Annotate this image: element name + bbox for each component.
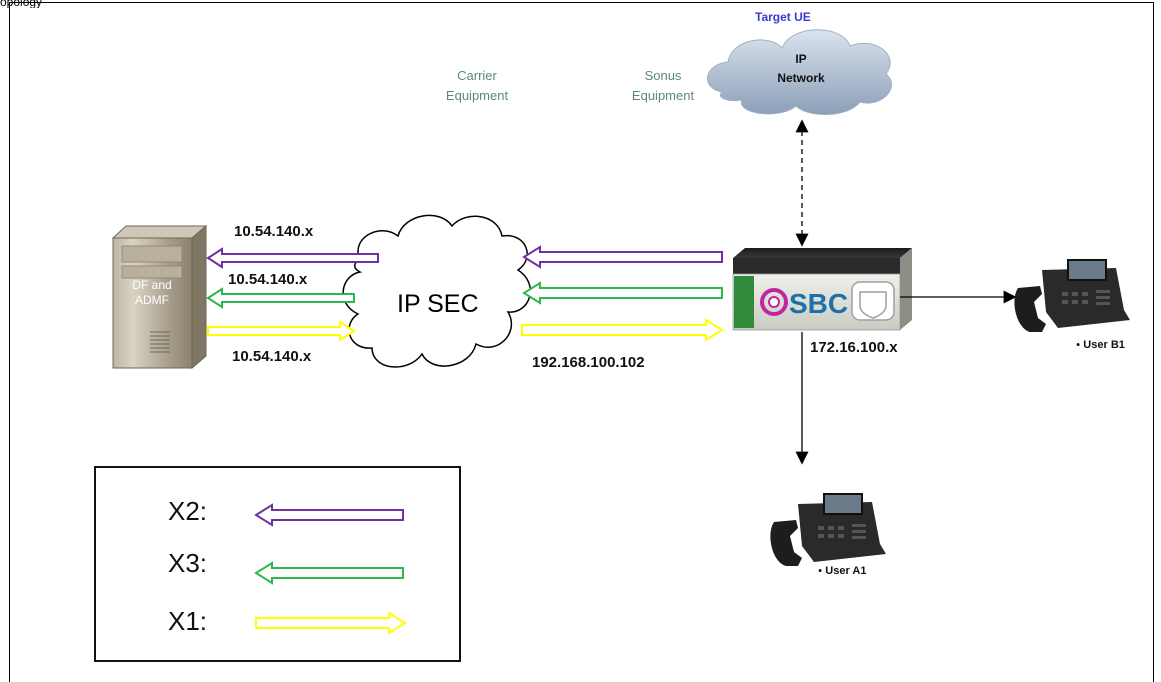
sonus-line1: Sonus bbox=[644, 68, 682, 83]
server-label: DF and ADMF bbox=[122, 278, 182, 308]
legend-arrow-x3 bbox=[254, 561, 404, 585]
legend-key-x3: X3: bbox=[168, 548, 208, 578]
legend-arrows bbox=[254, 503, 407, 635]
ip-network-line1: IP bbox=[795, 52, 807, 66]
ip-sec-label: IP SEC bbox=[397, 290, 479, 318]
target-ue-label: Target UE bbox=[755, 10, 811, 24]
ip-sec-cloud bbox=[342, 214, 531, 368]
x2-ip-label: 10.54.140.x bbox=[234, 223, 314, 240]
sonus-equipment-label: Sonus Equipment bbox=[618, 66, 708, 106]
caption-fragment: opology bbox=[0, 0, 43, 8]
carrier-equipment-label: Carrier Equipment bbox=[432, 66, 522, 106]
server-line1: DF and bbox=[132, 278, 172, 292]
diagram-frame bbox=[9, 2, 1154, 682]
df-admf-server bbox=[111, 224, 208, 370]
user-b1-label: ● User B1 bbox=[1076, 339, 1125, 351]
user-b1-text: User B1 bbox=[1083, 339, 1125, 351]
phone-network-ip-label: 172.16.100.x bbox=[810, 339, 898, 356]
connectors bbox=[795, 119, 1017, 465]
carrier-line1: Carrier bbox=[457, 68, 497, 83]
legend-arrow-x1 bbox=[255, 611, 407, 635]
ip-network-label: IP Network bbox=[770, 50, 832, 88]
x3-ip-label: 10.54.140.x bbox=[228, 271, 308, 288]
legend-box: X2: X3: X1: bbox=[94, 466, 461, 662]
phone-user-a1 bbox=[770, 493, 886, 566]
ip-network-line2: Network bbox=[777, 71, 825, 85]
phone-user-b1 bbox=[1014, 259, 1130, 332]
arrows-left-segment bbox=[206, 247, 379, 342]
carrier-line2: Equipment bbox=[445, 88, 509, 103]
ip-network-cloud bbox=[707, 29, 892, 116]
sbc-appliance: SBC bbox=[732, 248, 912, 331]
sbc-ip-label: 192.168.100.102 bbox=[532, 354, 645, 371]
user-a1-text: User A1 bbox=[825, 565, 867, 577]
legend-key-x2: X2: bbox=[168, 496, 208, 526]
sbc-label: SBC bbox=[789, 288, 848, 319]
user-a1-label: ● User A1 bbox=[818, 565, 866, 577]
legend-key-x1: X1: bbox=[168, 606, 208, 636]
sbc-logo-icon bbox=[760, 288, 788, 316]
arrows-right-segment bbox=[521, 245, 724, 342]
user-a1-bullet-icon: ● bbox=[818, 567, 823, 575]
legend-arrow-x2 bbox=[254, 503, 404, 527]
sonus-line2: Equipment bbox=[631, 88, 695, 103]
user-b1-bullet-icon: ● bbox=[1076, 341, 1081, 349]
server-line2: ADMF bbox=[135, 293, 169, 307]
x1-ip-label: 10.54.140.x bbox=[232, 348, 312, 365]
